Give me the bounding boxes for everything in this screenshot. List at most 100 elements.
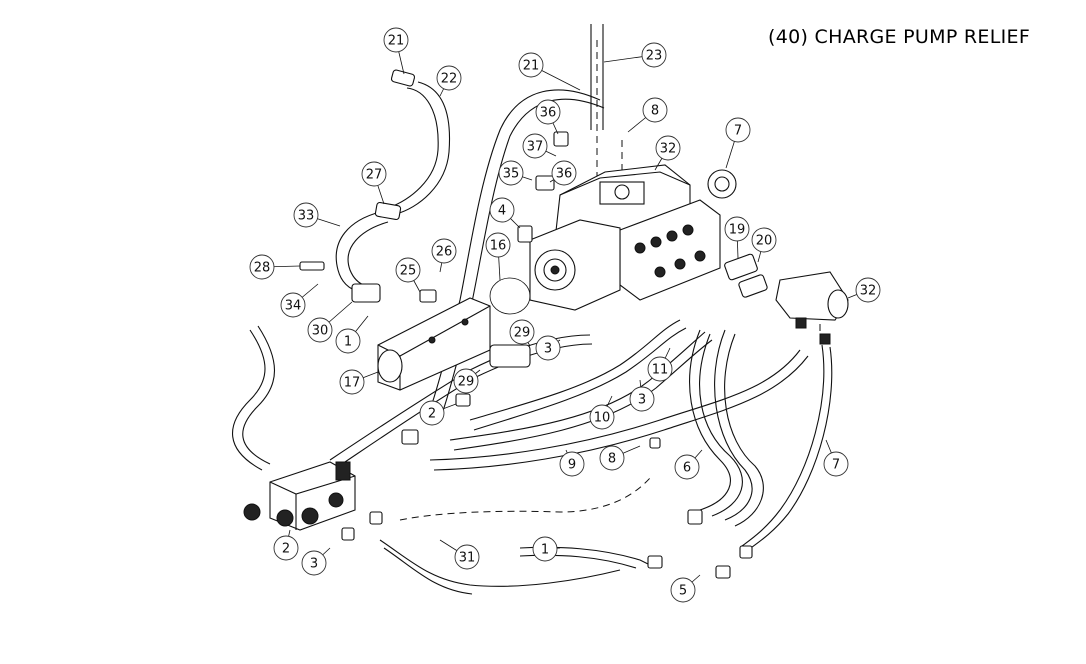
callout-5: 5 (670, 574, 701, 603)
callout-bubble (670, 577, 696, 603)
callout-11: 11 (647, 347, 673, 382)
callout-number: 27 (366, 168, 383, 183)
manifold-block (243, 461, 356, 531)
callout-1: 1 (335, 315, 369, 354)
callout-number: 31 (459, 551, 476, 566)
pump-body (529, 219, 621, 311)
hoses (231, 24, 833, 595)
callout-number: 36 (540, 106, 557, 121)
callout-8: 8 (627, 97, 668, 133)
callout-bubble (498, 160, 524, 186)
callout-10: 10 (589, 395, 615, 430)
callout-number: 34 (285, 299, 302, 314)
callout-bubble (280, 292, 306, 318)
callout-number: 3 (638, 393, 646, 408)
callout-number: 8 (608, 452, 616, 467)
callout-bubble (383, 27, 409, 53)
callout-9: 9 (559, 449, 585, 477)
callout-36: 36 (549, 160, 577, 186)
callout-3: 3 (535, 335, 561, 361)
callout-22: 22 (436, 65, 462, 97)
callout-bubble (532, 536, 558, 562)
diagram-title: (40) CHARGE PUMP RELIEF (768, 26, 1031, 48)
callout-bubble (551, 160, 577, 186)
callout-bubble (431, 238, 457, 264)
callout-30: 30 (307, 301, 353, 343)
callout-number: 25 (400, 264, 417, 279)
callout-bubble (419, 400, 445, 426)
callout-33: 33 (293, 202, 341, 228)
callout-number: 6 (683, 461, 691, 476)
callout-number: 29 (514, 326, 531, 341)
callout-bubble (335, 328, 361, 354)
callout-number: 26 (436, 245, 453, 260)
callout-1: 1 (532, 536, 561, 562)
callout-26: 26 (431, 238, 457, 273)
callout-bubble (485, 232, 511, 258)
relief-block (775, 271, 849, 345)
callout-28: 28 (249, 254, 301, 280)
callout-number: 19 (729, 223, 746, 238)
callout-number: 5 (679, 584, 687, 599)
callout-bubble (436, 65, 462, 91)
callout-number: 29 (458, 375, 475, 390)
callout-bubble (535, 99, 561, 125)
callout-number: 16 (490, 239, 507, 254)
callout-8: 8 (599, 445, 641, 471)
callout-number: 4 (498, 204, 506, 219)
callout-7: 7 (725, 117, 751, 169)
callout-25: 25 (395, 257, 421, 293)
callout-bubble (589, 404, 615, 430)
callout-number: 32 (860, 284, 877, 299)
callout-36: 36 (535, 99, 561, 135)
callout-bubble (855, 277, 881, 303)
callout-number: 9 (568, 458, 576, 473)
callout-bubble (674, 454, 700, 480)
callout-bubble (559, 451, 585, 477)
callout-2: 2 (419, 400, 457, 426)
callout-bubble (307, 317, 333, 343)
callout-27: 27 (361, 161, 387, 205)
callout-bubble (395, 257, 421, 283)
callout-bubble (599, 445, 625, 471)
callout-3: 3 (301, 547, 331, 576)
callout-29: 29 (453, 368, 481, 394)
callout-number: 22 (441, 72, 458, 87)
callout-number: 21 (388, 34, 405, 49)
callout-17: 17 (339, 369, 379, 395)
callout-number: 7 (734, 124, 742, 139)
callout-bubble (751, 227, 777, 253)
callout-bubble (273, 535, 299, 561)
callout-bubble (509, 319, 535, 345)
callout-32: 32 (654, 135, 681, 171)
callout-bubble (453, 368, 479, 394)
callout-number: 35 (503, 167, 520, 182)
callout-19: 19 (724, 216, 750, 259)
callout-number: 23 (646, 49, 663, 64)
callout-bubble (339, 369, 365, 395)
callout-3: 3 (629, 379, 655, 412)
callout-23: 23 (603, 42, 667, 68)
callout-31: 31 (439, 539, 480, 570)
callout-number: 1 (541, 543, 549, 558)
callout-bubble (301, 550, 327, 576)
callout-number: 28 (254, 261, 271, 276)
callout-37: 37 (522, 133, 557, 159)
callout-bubble (518, 52, 544, 78)
callout-35: 35 (498, 160, 533, 186)
callout-bubble (629, 386, 655, 412)
callout-number: 2 (428, 407, 436, 422)
callout-bubble (647, 356, 673, 382)
callout-number: 11 (652, 363, 669, 378)
callout-number: 2 (282, 542, 290, 557)
callout-bubble (522, 133, 548, 159)
callout-bubble (293, 202, 319, 228)
callout-number: 30 (312, 324, 329, 339)
callout-bubble (655, 135, 681, 161)
callout-21: 21 (518, 52, 581, 91)
callout-bubble (249, 254, 275, 280)
callout-bubble (725, 117, 751, 143)
callout-number: 32 (660, 142, 677, 157)
callout-29: 29 (509, 319, 535, 347)
